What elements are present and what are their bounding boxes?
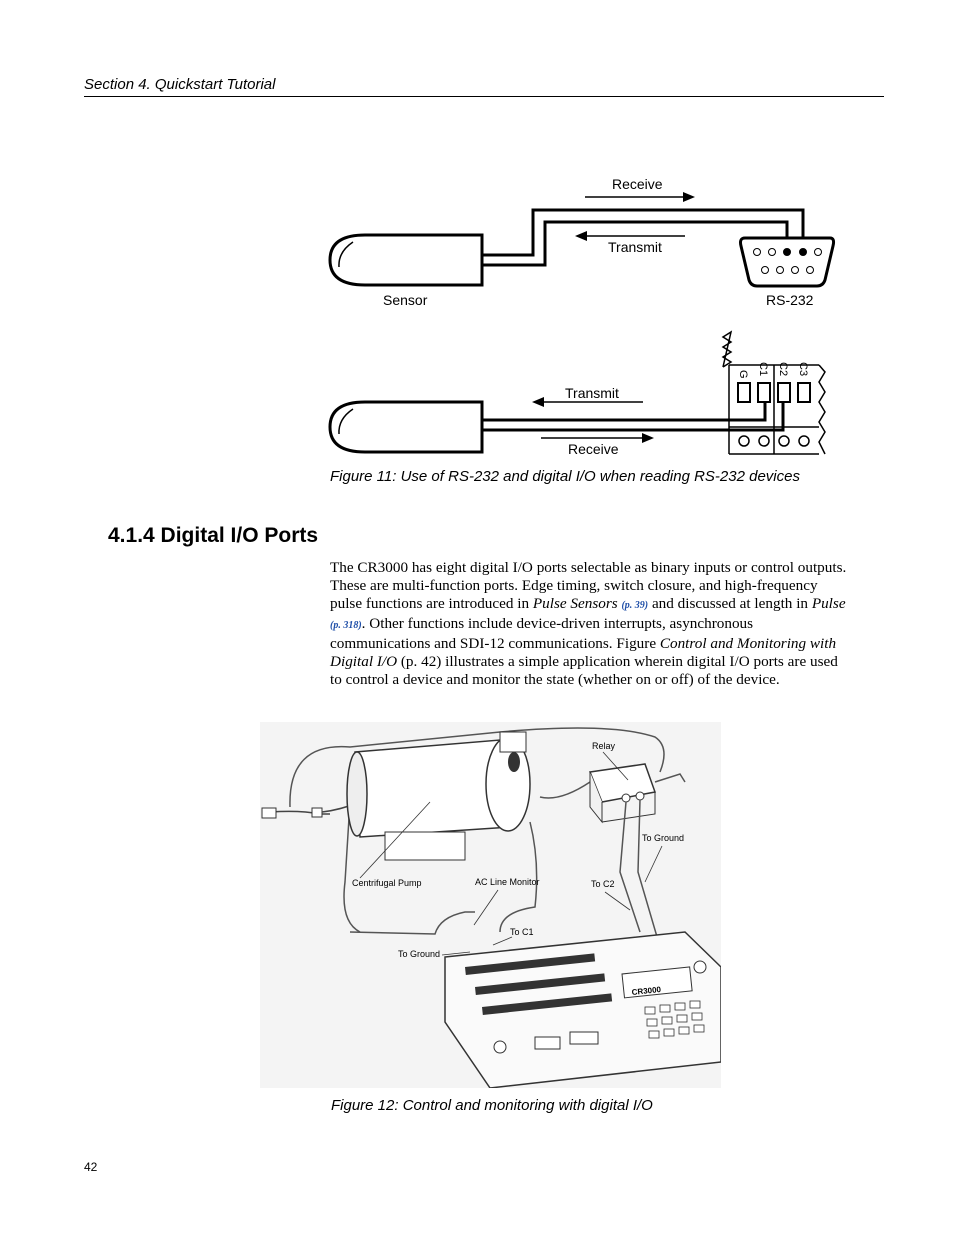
figure-11-caption: Figure 11: Use of RS-232 and digital I/O… bbox=[330, 468, 800, 485]
label-rs232: RS-232 bbox=[766, 292, 814, 308]
figure-11-diagram: Receive Transmit Sensor RS-232 Transmit … bbox=[328, 176, 836, 457]
figure-12-caption: Figure 12: Control and monitoring with d… bbox=[331, 1097, 653, 1114]
terminal-label-c2: C2 bbox=[777, 362, 789, 376]
link-pulse-sensors[interactable]: Pulse Sensors bbox=[532, 595, 618, 612]
body-paragraph: The CR3000 has eight digital I/O ports s… bbox=[330, 559, 847, 688]
section-heading: 4.1.4 Digital I/O Ports bbox=[108, 524, 319, 547]
label-relay: Relay bbox=[592, 741, 616, 751]
label-to-c2: To C2 bbox=[591, 879, 615, 889]
page-number: 42 bbox=[84, 1160, 98, 1174]
figure-12-illustration: Relay To Ground Centrifugal Pump AC Line… bbox=[260, 722, 721, 1088]
device-name: CR3000 bbox=[631, 985, 662, 997]
sensor-body-bottom bbox=[328, 400, 484, 454]
label-to-ground-left: To Ground bbox=[398, 949, 440, 959]
terminal-label-c1: C1 bbox=[757, 362, 769, 376]
label-receive-top: Receive bbox=[612, 176, 663, 192]
label-to-ground-right: To Ground bbox=[642, 833, 684, 843]
running-header: Section 4. Quickstart Tutorial bbox=[84, 76, 884, 97]
label-receive-bottom: Receive bbox=[568, 441, 619, 457]
label-transmit-top: Transmit bbox=[608, 239, 662, 255]
link-pulse[interactable]: Pulse bbox=[811, 595, 846, 612]
label-transmit-bottom: Transmit bbox=[565, 385, 619, 401]
figure-reference: Control and Monitoring with Digital I/O bbox=[330, 635, 837, 670]
page-ref-318[interactable]: (p. 318) bbox=[330, 620, 362, 631]
label-to-c1: To C1 bbox=[510, 927, 534, 937]
terminal-label-c3: C3 bbox=[797, 362, 809, 376]
label-sensor: Sensor bbox=[383, 292, 428, 308]
sensor-body-top bbox=[328, 233, 484, 287]
label-ac-line-monitor: AC Line Monitor bbox=[475, 877, 540, 887]
terminal-strip: G C1 C2 C3 bbox=[721, 330, 826, 455]
page-ref-39[interactable]: (p. 39) bbox=[621, 600, 649, 611]
label-centrifugal-pump: Centrifugal Pump bbox=[352, 878, 422, 888]
db9-connector bbox=[739, 236, 836, 288]
terminal-label-g: G bbox=[737, 370, 749, 379]
